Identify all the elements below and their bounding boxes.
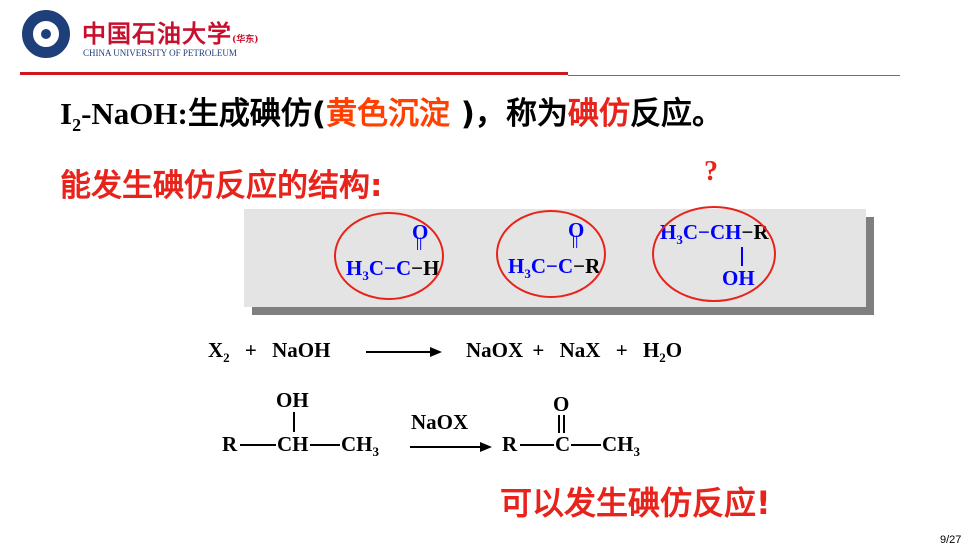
- university-name-cn-text: 中国石油大学: [82, 19, 232, 48]
- rx2-ch3: CH3: [341, 432, 379, 460]
- rx2-arrow-head: [480, 442, 492, 452]
- definition-text-a: 生成碘仿(: [187, 96, 327, 132]
- rx2-double-bond-b: [563, 415, 565, 433]
- definition-line: I2-NaOH:生成碘仿(黄色沉淀 )，称为碘仿反应。: [60, 88, 723, 136]
- rx2-bond-r-c: [520, 444, 554, 446]
- rx2-ch3b-text: CH: [602, 432, 634, 456]
- rx2-oxygen: O: [553, 392, 570, 416]
- rx2-ch3-text: CH: [341, 432, 373, 456]
- structures-heading: 能发生碘仿反应的结构:: [60, 168, 383, 204]
- rx1-x: X: [208, 338, 224, 362]
- conclusion-text: 可以发生碘仿反应!: [500, 484, 771, 522]
- s3-highlight-circle: [652, 206, 776, 302]
- reagent-i-subscript: 2: [72, 115, 82, 136]
- rx1-plus2: +: [532, 338, 545, 362]
- reaction1-products: NaOX + NaX + H2O: [466, 338, 682, 366]
- rx2-hydroxyl: OH: [276, 388, 309, 412]
- rx1-arrow-head: [430, 347, 442, 357]
- question-mark: ?: [704, 156, 718, 187]
- definition-text-b: )，称为: [450, 96, 568, 132]
- rx1-x-sub: 2: [223, 350, 230, 366]
- rx1-h2o-sub: 2: [659, 350, 666, 366]
- university-logo: [22, 10, 70, 58]
- rx2-r2: R: [502, 432, 518, 456]
- reagent-naoh: -NaOH:: [81, 96, 188, 131]
- rx2-bond-ch-ch3: [310, 444, 340, 446]
- yellow-precipitate-text: 黄色沉淀: [326, 96, 451, 132]
- rx2-ch3-sub: 3: [372, 444, 380, 460]
- reagent-i: I: [60, 96, 73, 131]
- s2-highlight-circle: [496, 210, 606, 298]
- rx1-plus1: +: [244, 338, 257, 362]
- rx2-ch3b: CH3: [602, 432, 640, 460]
- rx1-nax: NaX: [559, 338, 601, 362]
- rx1-naox: NaOX: [466, 338, 524, 362]
- rx2-r1: R: [222, 432, 238, 456]
- s1-highlight-circle: [334, 212, 444, 300]
- definition-text-c: 反应。: [629, 96, 723, 132]
- rx2-carbonyl-c: C: [555, 432, 571, 456]
- rx2-reagent: NaOX: [411, 410, 469, 434]
- rx1-naoh: NaOH: [272, 338, 331, 362]
- rx1-arrow-shaft: [366, 351, 436, 353]
- rx2-ch: CH: [277, 432, 309, 456]
- header-divider-thin: [568, 75, 900, 76]
- logo-emblem: [31, 19, 61, 49]
- rx1-h2o-o: O: [665, 338, 683, 362]
- university-name-cn: 中国石油大学(华东): [82, 14, 259, 49]
- rx1-plus3: +: [615, 338, 628, 362]
- rx2-arrow-shaft: [410, 446, 486, 448]
- logo-center-mark: [41, 29, 51, 39]
- university-branch: (华东): [232, 35, 259, 45]
- rx2-oh-bond: [293, 412, 295, 432]
- rx1-h2o-h: H: [642, 338, 660, 362]
- rx2-bond-c-ch3: [571, 444, 601, 446]
- university-name-en: CHINA UNIVERSITY OF PETROLEUM: [83, 48, 237, 58]
- rx2-double-bond-a: [558, 415, 560, 433]
- rx2-bond-r-ch: [240, 444, 276, 446]
- iodoform-highlight: 碘仿: [567, 96, 630, 132]
- page-number: 9/27: [940, 534, 962, 546]
- rx2-ch3b-sub: 3: [633, 444, 641, 460]
- header-divider-red: [20, 72, 568, 75]
- reaction1-reactants: X2 + NaOH: [208, 338, 330, 366]
